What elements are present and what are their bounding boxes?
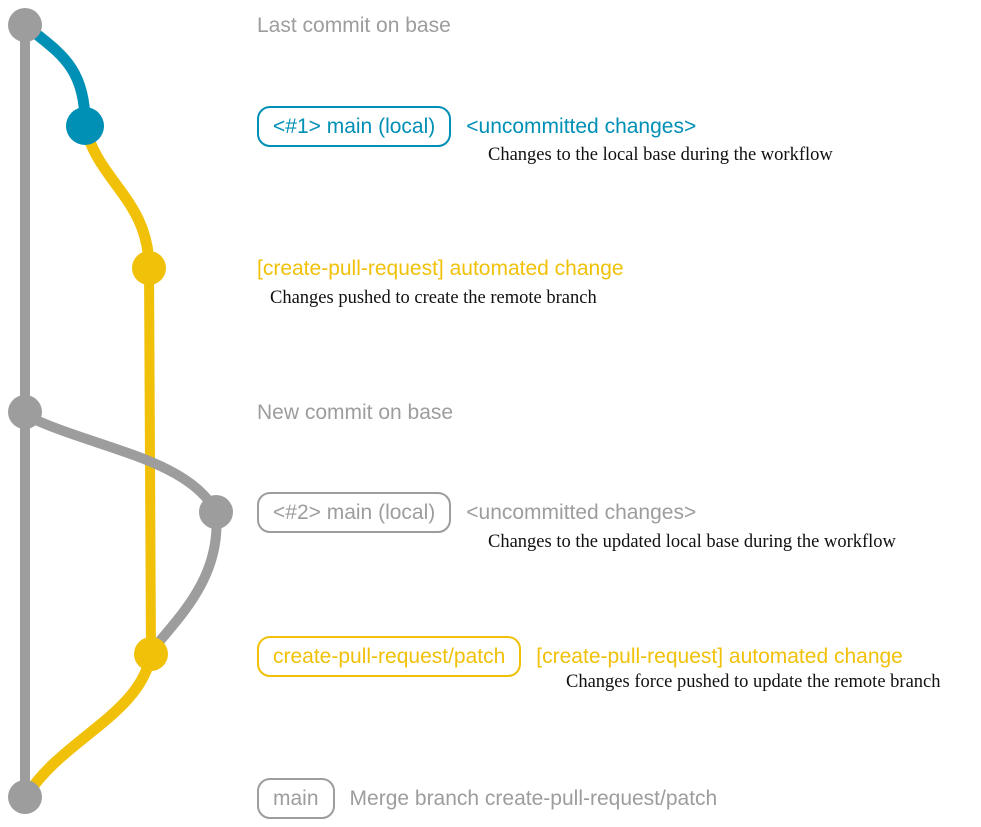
commit-row-2: <#1> main (local) <uncommitted changes> — [257, 105, 696, 147]
commit-description: Changes force pushed to update the remot… — [566, 672, 941, 692]
branch-tag-main: main — [257, 777, 335, 819]
commit-row-7: main Merge branch create-pull-request/pa… — [257, 777, 717, 819]
branch-tag-main-local-2: <#2> main (local) — [257, 491, 452, 533]
commit-description: Changes pushed to create the remote bran… — [270, 288, 597, 308]
commit-dot-automated-change-1 — [132, 251, 166, 285]
commit-description: Changes to the local base during the wor… — [488, 145, 833, 165]
commit-message: New commit on base — [257, 400, 454, 424]
merge-curve — [21, 648, 157, 801]
commit-dot-last-commit-on-base — [8, 8, 42, 42]
commit-dot-main-local-1 — [66, 107, 104, 145]
branch-tag-main-local-1: <#1> main (local) — [257, 105, 452, 147]
updated-local-branch-curve — [20, 410, 221, 517]
commit-description: Changes to the updated local base during… — [488, 532, 896, 552]
branch-tag-create-pull-request-patch: create-pull-request/patch — [257, 635, 522, 677]
force-push-curve — [149, 507, 222, 653]
commit-message: [create-pull-request] automated change — [536, 644, 903, 668]
commit-dot-merge — [8, 780, 42, 814]
commit-dot-new-commit-on-base — [8, 395, 42, 429]
commit-row-1: Last commit on base — [257, 4, 451, 46]
commit-row-5: <#2> main (local) <uncommitted changes> — [257, 491, 696, 533]
commit-message: <uncommitted changes> — [466, 500, 697, 524]
pr-branch-out-curve — [79, 120, 155, 274]
commit-row-6: create-pull-request/patch [create-pull-r… — [257, 635, 903, 677]
commit-row-4: New commit on base — [257, 391, 453, 433]
commit-message: <uncommitted changes> — [466, 114, 697, 138]
commit-message: Merge branch create-pull-request/patch — [349, 786, 718, 810]
commit-message: [create-pull-request] automated change — [257, 256, 624, 280]
commit-dot-main-local-2 — [199, 495, 233, 529]
commit-dot-automated-change-2 — [134, 637, 168, 671]
commit-row-3: [create-pull-request] automated change — [257, 247, 624, 289]
commit-message: Last commit on base — [257, 13, 451, 37]
